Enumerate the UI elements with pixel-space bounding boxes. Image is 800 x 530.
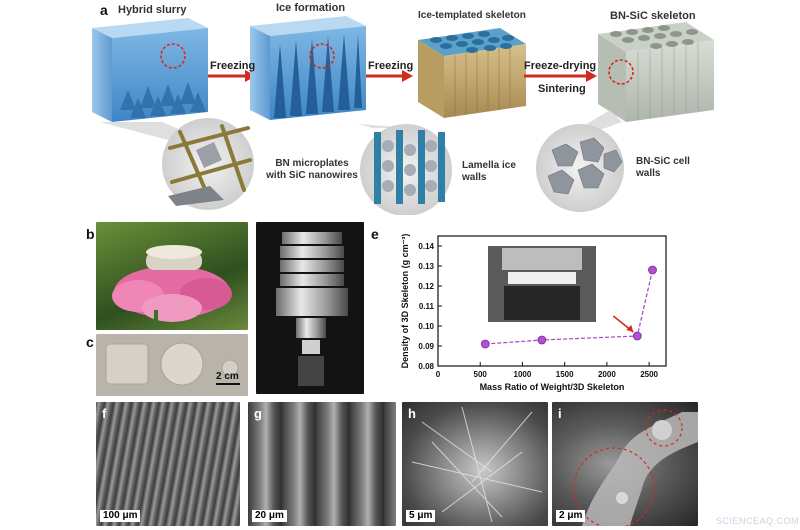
- bn-sic-honeycomb: [598, 22, 714, 122]
- sem-panel-g: g 20 μm: [248, 402, 396, 526]
- data-point: [537, 335, 547, 345]
- sem-panel-i: i 2 μm: [552, 402, 698, 526]
- data-point: [648, 265, 657, 275]
- scale-bar-c-label: 2 cm: [216, 371, 239, 382]
- label-freezing-1: Freezing: [210, 60, 256, 72]
- panel-letter-a: a: [100, 2, 108, 18]
- label-cell-walls: BN-SiC cell walls: [636, 156, 690, 180]
- arrow-freezing-2: [366, 70, 413, 82]
- x-tick-label: 500: [474, 370, 488, 379]
- zoom-cell-walls: [536, 124, 624, 212]
- y-axis-label: Density of 3D Skeleton (g cm⁻³): [400, 234, 410, 369]
- sem-letter-h: h: [408, 406, 416, 421]
- x-tick-label: 2000: [598, 370, 616, 379]
- sem-letter-i: i: [558, 406, 562, 421]
- watermark: SCIENCEAQ.COM: [716, 516, 800, 526]
- sem-panel-f: f 100 μm: [96, 402, 240, 526]
- panel-d-photo: [256, 222, 364, 394]
- label-lamella: Lamella ice walls: [462, 160, 516, 184]
- sem-i-illustration: [573, 409, 698, 526]
- x-tick-label: 1000: [514, 370, 532, 379]
- zoom-circle-2: [309, 43, 335, 69]
- label-bn-microplates-line1: BN microplates: [275, 158, 349, 169]
- inset-photo: [488, 246, 596, 322]
- sem-scale-g: 20 μm: [252, 510, 287, 522]
- y-tick-label: 0.09: [418, 342, 434, 351]
- x-axis-label: Mass Ratio of Weight/3D Skeleton: [480, 382, 625, 392]
- y-tick-label: 0.11: [419, 302, 435, 311]
- x-tick-label: 2500: [640, 370, 658, 379]
- panel-a: a Hybrid slurry Ice formation Ice-templa…: [0, 0, 800, 215]
- y-tick-label: 0.10: [418, 322, 434, 331]
- zoom-circle-3: [608, 59, 634, 85]
- process-schematic: [92, 16, 714, 215]
- hybrid-slurry-cube: [92, 18, 208, 122]
- panel-letter-c: c: [86, 334, 94, 350]
- y-tick-label: 0.12: [418, 282, 434, 291]
- data-point: [480, 339, 490, 349]
- series-line: [485, 269, 654, 345]
- label-ice-formation: Ice formation: [276, 2, 346, 14]
- sem-scale-h-label: 5 μm: [409, 510, 433, 521]
- flower-illustration: [112, 245, 232, 330]
- label-lamella-line1: Lamella ice: [462, 160, 516, 171]
- label-lamella-line2: walls: [462, 172, 487, 183]
- x-tick-label: 1500: [556, 370, 574, 379]
- label-bn-sic-skeleton: BN-SiC skeleton: [610, 10, 696, 22]
- label-freeze-drying: Freeze-drying: [524, 60, 597, 72]
- label-cell-walls-line1: BN-SiC cell: [636, 156, 690, 167]
- inset-photo-part: [508, 272, 576, 284]
- label-cell-walls-line2: walls: [636, 168, 661, 179]
- label-bn-microplates: BN microplates with SiC nanowires: [262, 158, 362, 182]
- label-sintering: Sintering: [538, 83, 586, 95]
- sem-panel-h: h 5 μm: [402, 402, 548, 526]
- arrow-freeze-drying: [524, 70, 597, 82]
- x-tick-label: 0: [436, 370, 441, 379]
- weight-stack-illustration: [276, 232, 348, 386]
- panel-c-photo: 2 cm: [96, 334, 248, 396]
- scale-bar-c-line: [216, 383, 240, 385]
- sem-scale-g-label: 20 μm: [255, 510, 284, 521]
- inset-photo-part: [504, 286, 580, 320]
- nanowire-illustration: [411, 406, 543, 523]
- data-point: [632, 331, 642, 341]
- y-tick-label: 0.14: [418, 242, 434, 251]
- sem-letter-g: g: [254, 406, 262, 421]
- zoom-lamella: [360, 124, 452, 215]
- inset-photo-part: [502, 248, 582, 270]
- label-hybrid-slurry: Hybrid slurry: [118, 4, 187, 16]
- sem-scale-h: 5 μm: [406, 510, 436, 522]
- label-ice-templated-skeleton: Ice-templated skeleton: [418, 10, 526, 21]
- panel-letter-b: b: [86, 226, 95, 242]
- y-tick-label: 0.13: [418, 262, 434, 271]
- annotation-arrow-head: [626, 325, 634, 332]
- zoom-microplates: [162, 118, 254, 210]
- panel-letter-e: e: [371, 226, 379, 242]
- sem-scale-i-label: 2 μm: [559, 510, 583, 521]
- label-bn-microplates-line2: with SiC nanowires: [266, 170, 358, 181]
- ice-formation-cube: [250, 16, 366, 120]
- y-tick-label: 0.08: [418, 362, 434, 371]
- sem-letter-f: f: [102, 406, 107, 421]
- panel-b-photo: [96, 222, 248, 330]
- sem-scale-i: 2 μm: [556, 510, 586, 522]
- zoom-circle-1: [160, 43, 186, 69]
- sem-scale-f-label: 100 μm: [103, 510, 138, 521]
- sem-scale-f: 100 μm: [100, 510, 141, 522]
- density-chart: 0.08 0.09 0.10 0.11 0.12 0.13 0.14 0 500 1000 1500…: [400, 234, 667, 392]
- ice-templated-honeycomb: [418, 28, 526, 118]
- samples-illustration: [105, 342, 239, 386]
- label-freezing-2: Freezing: [368, 60, 414, 72]
